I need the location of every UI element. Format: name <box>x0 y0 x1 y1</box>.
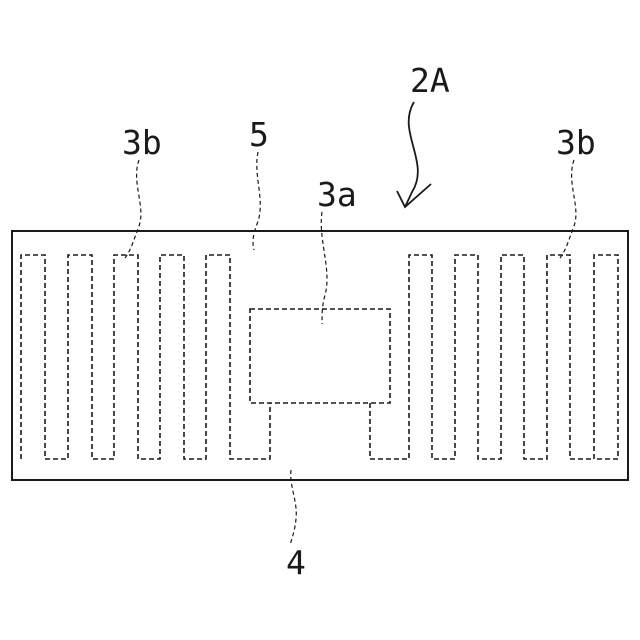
antenna-meander-right <box>370 255 618 459</box>
base-substrate <box>12 231 628 480</box>
label-5: 5 <box>249 115 269 154</box>
ic-chip-outline <box>250 309 390 403</box>
leader-line-5 <box>253 152 260 250</box>
label-3b-right: 3b <box>556 123 596 162</box>
label-3a: 3a <box>317 175 357 214</box>
antenna-meander-left <box>21 255 270 459</box>
leader-line-3b-left <box>125 160 141 258</box>
label-4: 4 <box>286 543 306 582</box>
label-3b-left: 3b <box>122 123 162 162</box>
leader-line-4 <box>290 470 296 545</box>
label-2a: 2A <box>410 61 450 100</box>
assembly-pointer-arrow <box>405 102 418 207</box>
leader-line-3b-right <box>560 160 576 258</box>
leader-line-3a <box>321 212 327 324</box>
